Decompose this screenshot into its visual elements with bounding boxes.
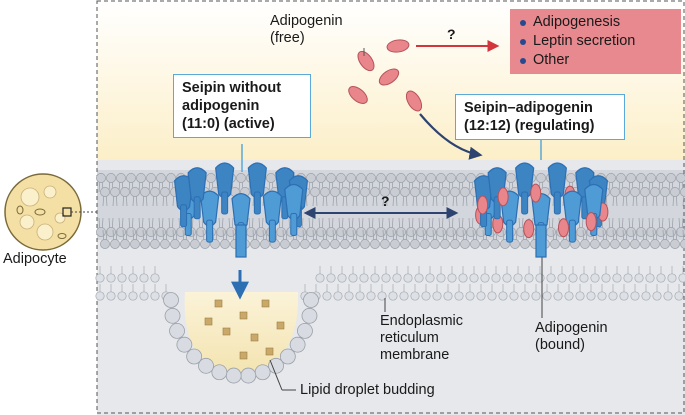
free-adipogenin-group — [348, 39, 423, 112]
seipin-adipogenin-ring — [473, 162, 609, 258]
effect-item: Leptin secretion — [520, 32, 671, 51]
free-adipogenin-1 — [386, 39, 410, 53]
lipid-droplet — [163, 292, 319, 384]
question-mark-top: ? — [447, 26, 456, 42]
free-adipogenin-2 — [357, 50, 375, 72]
free-adipogenin-5 — [405, 90, 423, 112]
effect-item: Adipogenesis — [520, 13, 671, 32]
label-seipin-complex: Seipin–adipogenin (12:12) (regulating) — [455, 94, 625, 140]
effect-item: Other — [520, 51, 671, 70]
effects-box: Adipogenesis Leptin secretion Other — [510, 9, 681, 74]
free-adipogenin-3 — [378, 68, 400, 86]
adipocyte-cell — [4, 173, 97, 251]
seipin-active-ring — [173, 162, 309, 258]
figure-frame — [96, 0, 685, 414]
question-mark-middle: ? — [381, 193, 390, 209]
label-seipin-without: Seipin without adipogenin (11:0) (active… — [173, 74, 311, 138]
label-lipid-droplet: Lipid droplet budding — [300, 382, 435, 398]
free-adipogenin-4 — [348, 86, 368, 104]
label-adipogenin-bound: Adipogenin(bound) — [535, 320, 608, 353]
label-adipogenin-free: Adipogenin(free) — [270, 13, 343, 46]
label-adipocyte: Adipocyte — [3, 251, 67, 267]
pointer-droplet — [269, 359, 283, 391]
arrow-to-complex — [419, 113, 483, 160]
